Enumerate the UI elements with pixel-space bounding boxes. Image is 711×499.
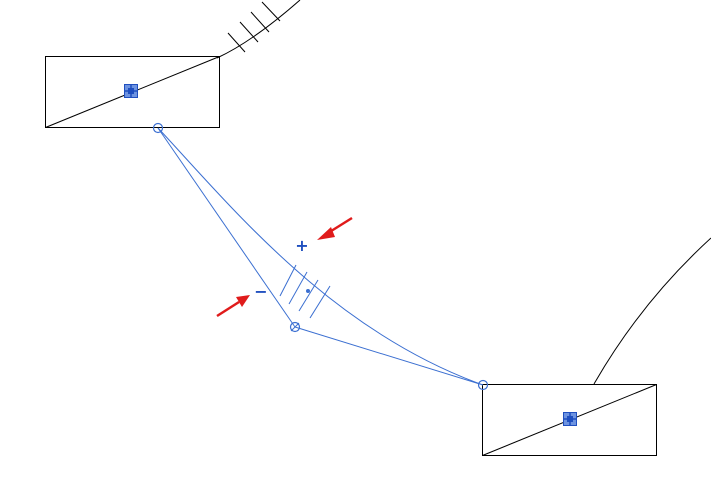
tick-mark: [288, 271, 308, 305]
wire-top[interactable]: [216, 0, 301, 59]
device-body[interactable]: [45, 56, 220, 128]
annotation-arrow-plus: [317, 216, 353, 240]
tick-mark: [309, 285, 331, 319]
device-body[interactable]: [482, 384, 657, 456]
wire-selected[interactable]: [152, 122, 489, 391]
wire-selected-tick-marks: [279, 264, 331, 319]
wire-construction-line: [294, 326, 484, 386]
wire-end-grip-end[interactable]: [477, 379, 489, 391]
flip-plus-control[interactable]: +: [295, 236, 308, 255]
wire-top-arc[interactable]: [216, 0, 301, 59]
tick-mark: [261, 1, 281, 22]
device-top-left[interactable]: [45, 56, 220, 128]
tick-mark: [250, 11, 270, 33]
wire-right[interactable]: [593, 237, 711, 385]
wire-top-tick-marks: [227, 1, 281, 53]
wire-arc-grip[interactable]: [289, 321, 301, 333]
move-handle-icon[interactable]: [563, 412, 577, 426]
tick-mark: [239, 21, 259, 43]
tick-mark: [279, 264, 297, 297]
tick-mark: [227, 32, 246, 53]
tick-mark: [298, 279, 319, 312]
move-handle-icon[interactable]: [124, 84, 138, 98]
wire-end-grip-start[interactable]: [152, 122, 164, 134]
wire-construction-line: [157, 127, 296, 328]
device-bottom-right[interactable]: [482, 384, 657, 456]
flip-minus-control[interactable]: −: [254, 282, 267, 301]
annotation-arrow-minus: [216, 295, 250, 318]
wire-midpoint-dot: [306, 289, 310, 293]
wire-selected-arc[interactable]: [157, 127, 484, 386]
